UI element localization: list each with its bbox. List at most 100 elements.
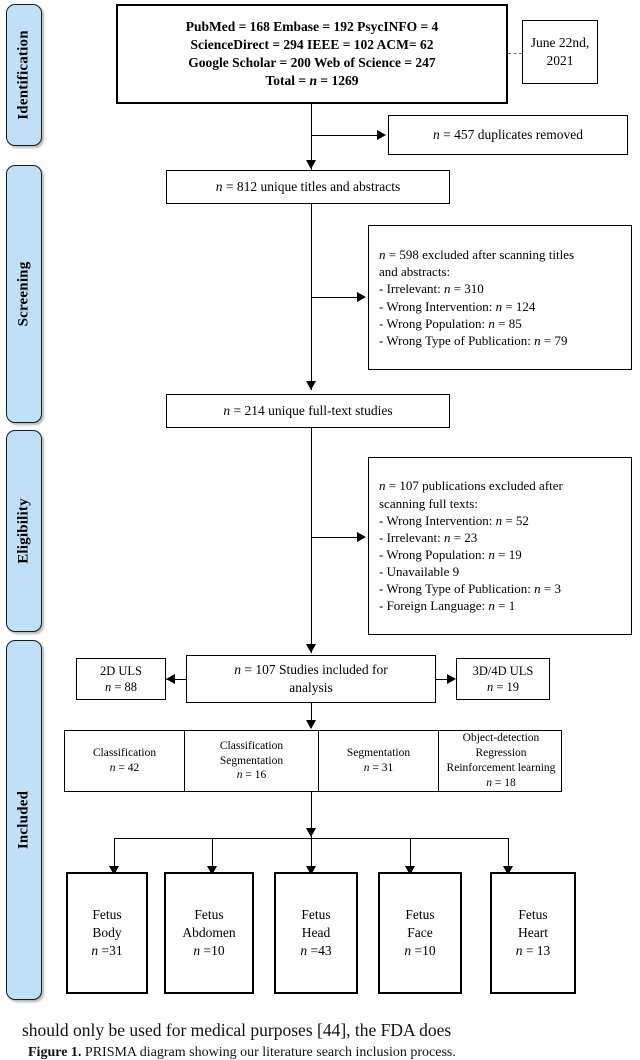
eligibility-excluded-item-4: - Wrong Type of Publication: n = 3 bbox=[379, 581, 561, 597]
sources-box: PubMed = 168 Embase = 192 PsycINFO = 4 S… bbox=[116, 4, 508, 104]
anatomy-0-value: n =31 bbox=[91, 942, 123, 958]
arrowhead-to-unique-titles bbox=[305, 160, 316, 169]
search-date-line-2: 2021 bbox=[546, 53, 574, 68]
connector-drop-fetus-face bbox=[410, 838, 411, 874]
arrowhead-to-3d4d-uls bbox=[447, 674, 456, 684]
screening-excluded-item-3: - Wrong Type of Publication: n = 79 bbox=[379, 332, 568, 348]
arrowhead-task-to-fanout bbox=[305, 828, 316, 837]
eligibility-excluded-box: n = 107 publications excluded after scan… bbox=[368, 457, 632, 635]
task-cell-3-line-1: Regression bbox=[475, 747, 527, 760]
search-date-box: June 22nd, 2021 bbox=[522, 20, 598, 84]
unique-titles-box: n = 812 unique titles and abstracts bbox=[166, 170, 450, 204]
connector-drop-fetus-abdomen bbox=[212, 838, 213, 874]
connector-to-eligibility-excluded bbox=[311, 537, 358, 538]
duplicates-removed-box: n = 457 duplicates removed bbox=[388, 115, 628, 155]
task-cell-3-line-0: Object-detection bbox=[462, 732, 540, 745]
duplicates-removed-text: n = 457 duplicates removed bbox=[432, 127, 584, 143]
task-cell-object-detection: Object-detection Regression Reinforcemen… bbox=[439, 731, 563, 791]
sources-line-4: Total = n = 1269 bbox=[265, 72, 359, 88]
eligibility-excluded-line-2: scanning full texts: bbox=[379, 495, 478, 511]
anatomy-4-line-1: Fetus bbox=[518, 907, 548, 923]
arrowhead-to-2d-uls bbox=[166, 674, 175, 684]
figure-caption: Figure 1. PRISMA diagram showing our lit… bbox=[28, 1045, 628, 1060]
connector-analysis-to-2d bbox=[166, 679, 186, 680]
uls-3d4d-box: 3D/4D ULS n = 19 bbox=[456, 658, 550, 700]
screening-excluded-item-2: - Wrong Population: n = 85 bbox=[379, 315, 522, 331]
task-cell-classification: Classification n = 42 bbox=[65, 731, 185, 791]
stage-screening: Screening bbox=[6, 165, 42, 423]
screening-excluded-box: n = 598 excluded after scanning titles a… bbox=[368, 225, 632, 370]
uls-2d-box: 2D ULS n = 88 bbox=[76, 658, 166, 700]
anatomy-4-line-2: Heart bbox=[518, 925, 548, 941]
sources-line-3: Google Scholar = 200 Web of Science = 24… bbox=[188, 55, 436, 70]
eligibility-excluded-line-1: n = 107 publications excluded after bbox=[379, 478, 563, 494]
anatomy-1-value: n =10 bbox=[193, 942, 225, 958]
anatomy-3-line-1: Fetus bbox=[405, 907, 435, 923]
task-cell-2-value: n = 31 bbox=[363, 762, 394, 774]
sources-line-2: ScienceDirect = 294 IEEE = 102 ACM= 62 bbox=[190, 37, 434, 53]
stage-eligibility-label: Eligibility bbox=[15, 498, 32, 564]
anatomy-3-line-2: Face bbox=[407, 925, 433, 941]
arrowhead-fetus-heart bbox=[502, 866, 513, 875]
arrowhead-to-eligibility-excluded bbox=[357, 532, 366, 542]
anatomy-3-value: n =10 bbox=[404, 942, 436, 958]
arrowhead-fetus-body bbox=[108, 866, 119, 875]
page-running-text: should only be used for medical purposes… bbox=[22, 1020, 452, 1040]
connector-drop-fetus-body bbox=[114, 838, 115, 874]
task-cell-segmentation: Segmentation n = 31 bbox=[319, 731, 439, 791]
anatomy-box-fetus-heart: Fetus Heart n = 13 bbox=[490, 872, 576, 994]
screening-excluded-line-1: n = 598 excluded after scanning titles bbox=[379, 247, 575, 263]
anatomy-box-fetus-body: Fetus Body n =31 bbox=[66, 872, 148, 994]
eligibility-excluded-item-2: - Wrong Population: n = 19 bbox=[379, 547, 522, 562]
connector-to-screening-excluded bbox=[311, 297, 358, 298]
anatomy-2-value: n =43 bbox=[300, 942, 332, 958]
stage-identification-label: Identification bbox=[15, 30, 32, 120]
fulltext-studies-text: n = 214 unique full-text studies bbox=[223, 403, 393, 419]
arrowhead-to-analysis bbox=[305, 644, 316, 653]
arrowhead-to-fulltext bbox=[305, 381, 316, 390]
stage-eligibility: Eligibility bbox=[6, 430, 42, 632]
screening-excluded-item-0: - Irrelevant: n = 310 bbox=[379, 281, 484, 297]
analysis-line-1: n = 107 Studies included for bbox=[234, 662, 388, 678]
uls-2d-line-1: 2D ULS bbox=[99, 663, 143, 678]
anatomy-2-line-2: Head bbox=[301, 925, 331, 941]
task-cell-3-line-2: Reinforcement learning bbox=[446, 762, 556, 774]
task-cell-1-line-0: Classification bbox=[219, 739, 284, 752]
connector-task-down bbox=[311, 792, 312, 838]
anatomy-box-fetus-face: Fetus Face n =10 bbox=[378, 872, 462, 994]
screening-excluded-line-2: and abstracts: bbox=[379, 264, 451, 280]
stage-identification: Identification bbox=[6, 4, 42, 146]
uls-3d4d-line-1: 3D/4D ULS bbox=[472, 663, 534, 678]
connector-eligibility-down bbox=[311, 428, 312, 653]
anatomy-0-line-2: Body bbox=[92, 925, 122, 941]
anatomy-1-line-1: Fetus bbox=[194, 907, 224, 923]
anatomy-2-line-1: Fetus bbox=[301, 907, 331, 923]
connector-analysis-to-3d4d bbox=[436, 679, 448, 680]
eligibility-excluded-item-3: - Unavailable 9 bbox=[379, 564, 460, 580]
uls-2d-line-2: n = 88 bbox=[104, 680, 138, 694]
search-date-line-1: June 22nd, bbox=[530, 35, 590, 51]
arrowhead-fetus-face bbox=[404, 866, 415, 875]
connector-drop-fetus-heart bbox=[508, 838, 509, 874]
connector-analysis-down bbox=[311, 703, 312, 728]
stage-screening-label: Screening bbox=[15, 261, 32, 327]
eligibility-excluded-item-1: - Irrelevant: n = 23 bbox=[379, 529, 478, 545]
eligibility-excluded-item-0: - Wrong Intervention: n = 52 bbox=[379, 512, 529, 528]
anatomy-4-value: n = 13 bbox=[515, 942, 551, 958]
figure-caption-text: PRISMA diagram showing our literature se… bbox=[81, 1045, 456, 1060]
fulltext-studies-box: n = 214 unique full-text studies bbox=[166, 394, 450, 428]
connector-to-duplicates bbox=[311, 135, 378, 136]
task-cell-2-line-0: Segmentation bbox=[346, 747, 411, 760]
figure-caption-label: Figure 1. bbox=[28, 1045, 82, 1060]
task-cell-1-value: n = 16 bbox=[236, 769, 267, 782]
anatomy-1-line-2: Abdomen bbox=[182, 925, 236, 941]
arrowhead-to-duplicates bbox=[377, 130, 386, 140]
anatomy-box-fetus-head: Fetus Head n =43 bbox=[274, 872, 358, 994]
arrowhead-to-task-strip bbox=[305, 720, 316, 729]
screening-excluded-item-1: - Wrong Intervention: n = 124 bbox=[379, 298, 536, 314]
task-cell-0-value: n = 42 bbox=[109, 762, 140, 774]
stage-included-label: Included bbox=[15, 790, 32, 850]
task-type-strip: Classification n = 42 Classification Seg… bbox=[64, 730, 562, 792]
date-dashed-connector bbox=[508, 53, 522, 54]
